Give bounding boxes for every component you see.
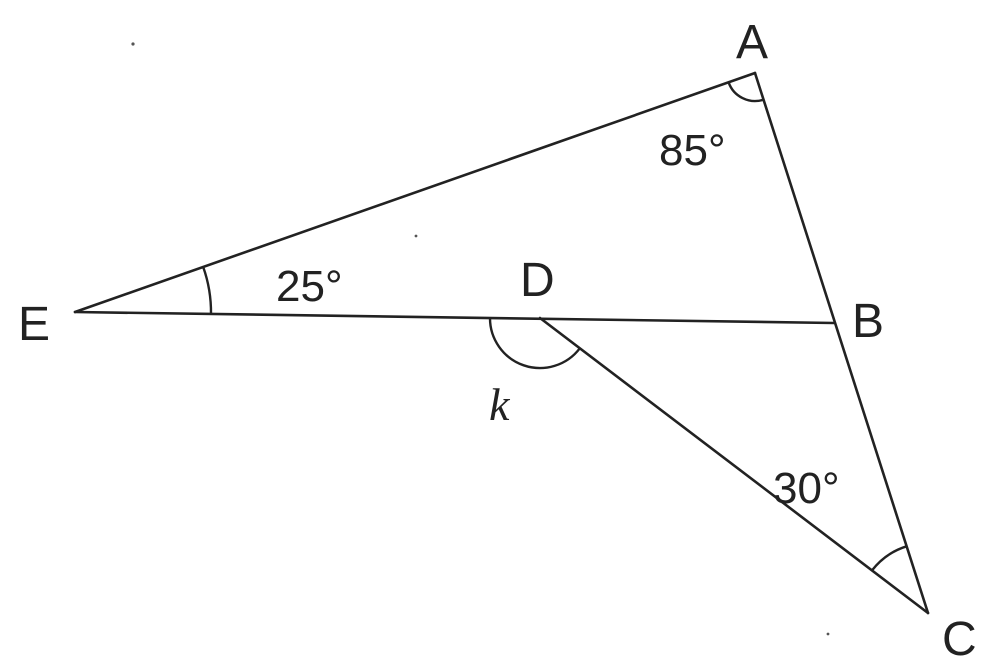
angle-arc-d bbox=[488, 317, 581, 370]
angle-arc-a bbox=[727, 81, 764, 103]
point-label-a: A bbox=[736, 16, 768, 69]
angle-label-a: 85° bbox=[659, 126, 726, 175]
angle-label-c: 30° bbox=[773, 464, 840, 513]
angle-label-e: 25° bbox=[276, 262, 343, 311]
angle-arc-c bbox=[871, 545, 907, 572]
angle-label-d: k bbox=[489, 379, 511, 430]
segment-ac bbox=[753, 71, 930, 615]
segment-ea bbox=[73, 71, 757, 314]
point-label-e: E bbox=[18, 298, 50, 351]
scan-speck bbox=[131, 42, 135, 46]
scan-speck bbox=[414, 234, 418, 238]
point-label-c: C bbox=[942, 613, 977, 665]
angle-arc-e bbox=[202, 266, 213, 315]
point-label-d: D bbox=[520, 254, 555, 307]
segment-dc bbox=[538, 316, 930, 615]
scan-speck bbox=[826, 632, 830, 636]
segment-eb bbox=[73, 310, 836, 325]
point-label-b: B bbox=[852, 295, 884, 348]
